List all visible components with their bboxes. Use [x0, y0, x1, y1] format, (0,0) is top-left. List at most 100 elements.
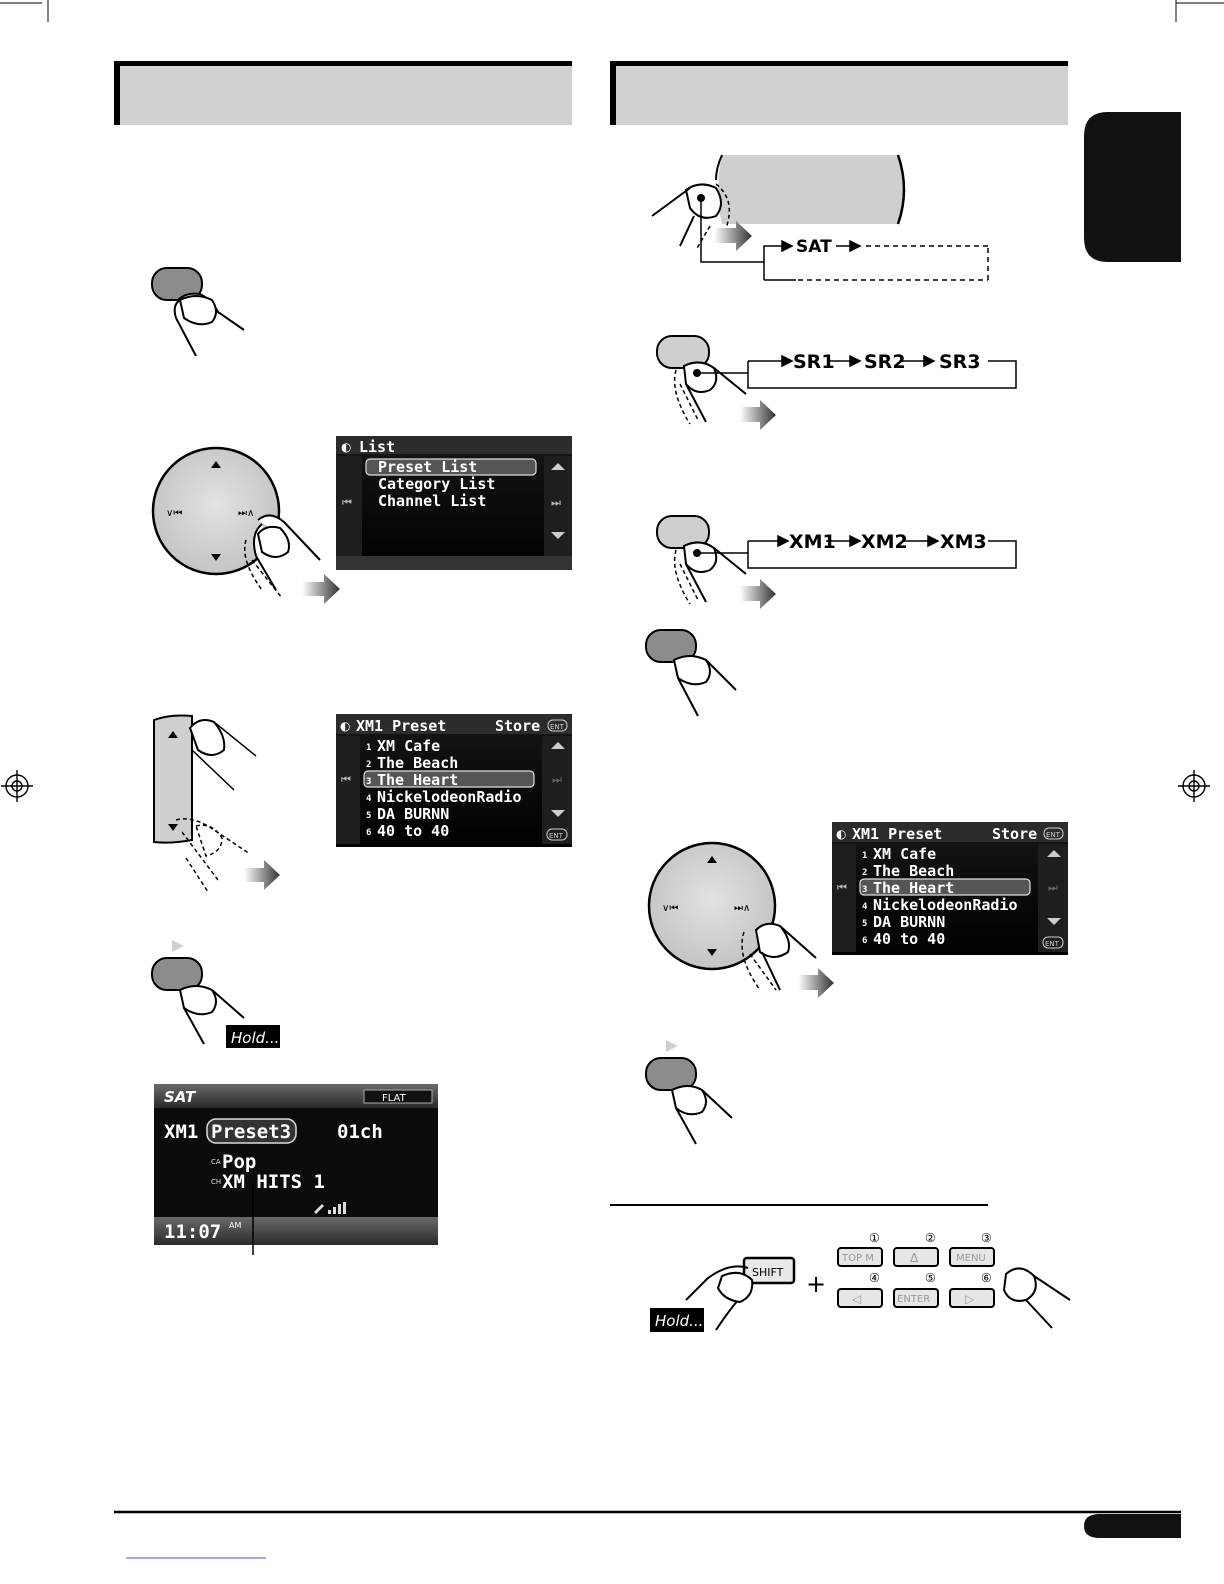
remote-button-left[interactable]: ◁ — [837, 1288, 883, 1308]
preset-name: XM Cafe — [873, 845, 936, 863]
band-xm2-label: XM2 — [861, 531, 908, 553]
list-button-press[interactable] — [645, 629, 737, 717]
preset-num: 2 — [862, 868, 867, 878]
svg-text:MENU: MENU — [956, 1253, 986, 1264]
preset-num: 4 — [862, 902, 868, 912]
ent-label: ENT — [549, 832, 564, 840]
source-flow-diagram — [700, 198, 989, 281]
clock-time: 11:07 — [164, 1221, 221, 1243]
band-sr2-label: SR2 — [864, 351, 906, 373]
back-button-press[interactable] — [645, 1057, 733, 1145]
preset-name: 40 to 40 — [873, 930, 945, 948]
preset-num: 1 — [366, 743, 371, 753]
step-triangle-icon — [666, 1040, 678, 1052]
press-arrow-1 — [302, 574, 340, 604]
remote-button-enter[interactable]: ENTER — [893, 1288, 939, 1308]
svg-text:⏭∧: ⏭∧ — [734, 903, 750, 914]
press-arrow-3 — [714, 221, 752, 251]
press-arrow-5 — [740, 579, 776, 609]
preset-name: XM Cafe — [377, 737, 440, 755]
band-button-sirius[interactable] — [656, 335, 747, 425]
band-label: XM1 — [164, 1121, 198, 1143]
preset-name: The Beach — [377, 754, 458, 772]
preset-num: 3 — [366, 777, 371, 787]
list-item: Channel List — [378, 492, 486, 510]
band-xm1-label: XM1 — [789, 531, 836, 553]
remote-button-right[interactable]: ▷ — [949, 1288, 995, 1308]
clock-ampm: AM — [229, 1221, 241, 1230]
preset-name: NickelodeonRadio — [377, 788, 522, 806]
svg-text:◐: ◐ — [340, 719, 350, 733]
step-triangle-icon — [172, 940, 184, 952]
svg-text:⏭∧: ⏭∧ — [238, 508, 254, 519]
preset-name: 40 to 40 — [377, 822, 449, 840]
preset-num: 1 — [862, 851, 867, 861]
source-flow-label: SAT — [796, 237, 832, 257]
svg-text:⏭: ⏭ — [1048, 881, 1058, 894]
page-number-tab — [1084, 1514, 1181, 1538]
preset-screen-right: ◐ XM1 Preset Store ENT ⏮ ⏭ ENT 1 XM Cafe… — [832, 822, 1068, 955]
store-label: Store — [992, 825, 1037, 843]
svg-text:Δ: Δ — [910, 1251, 919, 1265]
svg-text:Hold....: Hold.... — [655, 1312, 708, 1330]
preset-screen-title: XM1 Preset — [852, 825, 942, 843]
ent-label: ENT — [1046, 831, 1061, 839]
svg-text:⏭: ⏭ — [552, 773, 562, 786]
remote-button-menu[interactable]: MENU — [949, 1247, 995, 1267]
band-sr1-label: SR1 — [793, 351, 835, 373]
left-section-header — [114, 61, 572, 125]
preset-name: DA BURNN — [377, 805, 449, 823]
source-knob[interactable] — [651, 154, 906, 251]
crop-marks — [0, 0, 1224, 22]
remote-button-top-m[interactable]: TOP M — [837, 1247, 883, 1267]
control-dial-left-1[interactable]: ∨⏮ ⏭∧ — [151, 446, 321, 599]
svg-text:◁: ◁ — [851, 1292, 861, 1306]
store-label: Store — [495, 717, 540, 735]
source-button-press[interactable] — [151, 267, 245, 357]
channel-name: XM HITS 1 — [222, 1171, 325, 1193]
remote-shift-button[interactable]: SHIFT — [685, 1256, 796, 1331]
preset-name: NickelodeonRadio — [873, 896, 1018, 914]
remote-finger — [1002, 1267, 1071, 1329]
signal-icon — [314, 1202, 346, 1214]
svg-text:∨⏮: ∨⏮ — [166, 508, 182, 519]
sound-mode-label: FLAT — [382, 1093, 407, 1104]
svg-text:▷: ▷ — [965, 1292, 975, 1306]
language-tab — [1084, 112, 1181, 262]
control-dial-right[interactable]: ∨⏮ ⏭∧ — [647, 841, 817, 991]
channel-tag: CH — [211, 1178, 221, 1186]
svg-text:⏮: ⏮ — [342, 496, 352, 509]
button-num: ③ — [981, 1231, 992, 1245]
svg-text:⏭: ⏭ — [551, 496, 561, 509]
preset-num: 4 — [366, 794, 372, 804]
preset-num: 5 — [862, 919, 867, 929]
preset-num: 6 — [366, 828, 371, 838]
right-section-header — [610, 61, 1068, 125]
band-xm3-label: XM3 — [940, 531, 987, 553]
list-item: Category List — [378, 475, 495, 493]
ent-label: ENT — [550, 723, 565, 731]
hold-button-press-left[interactable] — [151, 957, 245, 1045]
registration-mark-right — [1178, 770, 1210, 802]
press-arrow-4 — [740, 400, 776, 430]
preset-label: Preset3 — [211, 1121, 291, 1143]
preset-num: 5 — [366, 811, 371, 821]
button-num: ② — [925, 1231, 936, 1245]
category-tag: CA — [211, 1158, 221, 1166]
svg-text:SHIFT: SHIFT — [752, 1266, 784, 1279]
control-dial-left-2[interactable] — [153, 714, 257, 893]
svg-text:TOP M: TOP M — [841, 1253, 874, 1264]
preset-name: The Beach — [873, 862, 954, 880]
preset-name: DA BURNN — [873, 913, 945, 931]
press-arrow-6 — [798, 968, 834, 998]
band-button-xm[interactable] — [656, 515, 747, 605]
svg-text:⏮: ⏮ — [341, 773, 351, 786]
xm-band-flow — [697, 534, 1017, 569]
channel-number: 01ch — [337, 1121, 383, 1143]
button-num: ④ — [869, 1271, 880, 1285]
preset-name: The Heart — [377, 771, 458, 789]
remote-button-up[interactable]: Δ — [893, 1247, 939, 1267]
hold-label-left: Hold.... — [226, 1025, 284, 1048]
preset-num: 3 — [862, 885, 867, 895]
registration-mark-left — [1, 770, 33, 802]
